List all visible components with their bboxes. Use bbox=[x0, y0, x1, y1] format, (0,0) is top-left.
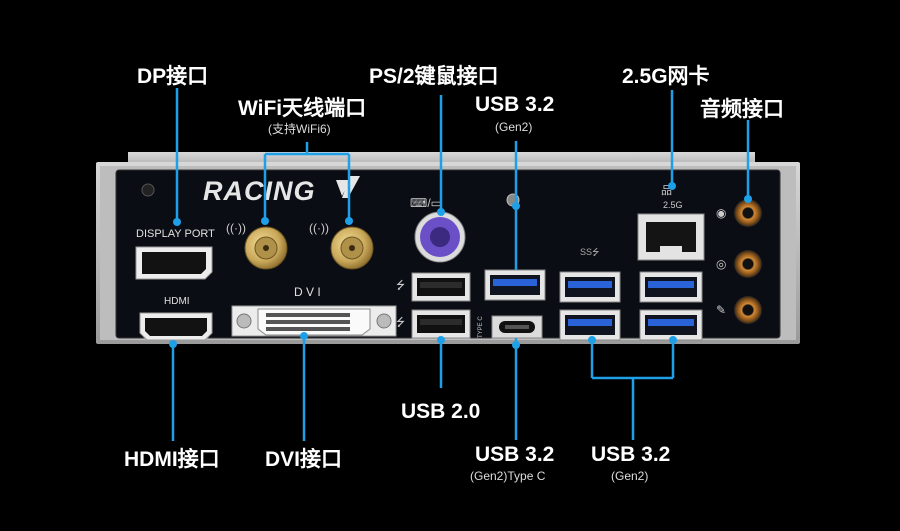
label-usb32-top-sub: (Gen2) bbox=[495, 120, 533, 134]
audio-out-icon: ◉ bbox=[716, 206, 726, 220]
label-hdmi: HDMI接口 bbox=[124, 448, 220, 471]
audio-jack-top bbox=[734, 199, 762, 227]
label-dp-port: DP接口 bbox=[137, 65, 209, 88]
screw-icon bbox=[141, 183, 155, 197]
keyboard-mouse-icon: ⌨/▭ bbox=[410, 196, 442, 210]
usb20-port-top bbox=[411, 272, 471, 302]
usb-icon: ⭍ bbox=[396, 316, 405, 329]
wifi-icon: ((·)) bbox=[226, 221, 246, 235]
label-usb32-typec: USB 3.2 bbox=[475, 443, 555, 466]
plate-label-displayport: DISPLAY PORT bbox=[136, 228, 215, 240]
usb32-port-c bbox=[639, 271, 703, 303]
label-audio: 音频接口 bbox=[700, 98, 784, 121]
wifi-antenna-left bbox=[244, 226, 288, 270]
label-usb32-top: USB 3.2 bbox=[475, 93, 555, 116]
label-usb32-typec-sub: (Gen2)Type C bbox=[470, 469, 546, 483]
usb32-port-a bbox=[559, 271, 621, 303]
audio-jack-middle bbox=[734, 250, 762, 278]
usb-icon: ⭍ bbox=[396, 279, 405, 292]
dvi-connector bbox=[231, 305, 397, 337]
label-wifi-port: WiFi天线端口 bbox=[238, 97, 367, 120]
microphone-icon: ✎ bbox=[716, 303, 726, 317]
wifi-icon: ((·)) bbox=[309, 221, 329, 235]
wifi-antenna-right bbox=[330, 226, 374, 270]
label-wifi-sub: (支持WiFi6) bbox=[268, 122, 331, 136]
label-usb32-right: USB 3.2 bbox=[591, 443, 671, 466]
plate-label-typec: TYPE C bbox=[478, 316, 484, 338]
audio-jack-bottom bbox=[734, 296, 762, 324]
lan-port bbox=[637, 213, 705, 261]
ps2-port bbox=[414, 211, 466, 263]
usb-typec-port bbox=[491, 315, 543, 339]
label-dvi: DVI接口 bbox=[265, 448, 343, 471]
plate-label-lan: 2.5G bbox=[663, 200, 683, 210]
label-lan: 2.5G网卡 bbox=[622, 65, 710, 88]
usb20-port-bottom bbox=[411, 309, 471, 339]
label-usb20: USB 2.0 bbox=[401, 400, 481, 423]
brand-logo: RACING bbox=[203, 176, 316, 206]
plate-label-dvi: D V I bbox=[294, 285, 321, 299]
usb32-port-center bbox=[484, 269, 546, 301]
label-ps2-port: PS/2键鼠接口 bbox=[369, 65, 499, 88]
usb-ss-icon: SS⭍ bbox=[580, 247, 600, 257]
usb32-port-d bbox=[639, 309, 703, 341]
audio-in-icon: ◎ bbox=[716, 257, 726, 271]
leader-dots bbox=[169, 182, 752, 349]
network-icon: 品 bbox=[661, 184, 672, 197]
plate-label-hdmi: HDMI bbox=[164, 296, 190, 307]
label-usb32-right-sub: (Gen2) bbox=[611, 469, 649, 483]
usb32-port-b bbox=[559, 309, 621, 341]
